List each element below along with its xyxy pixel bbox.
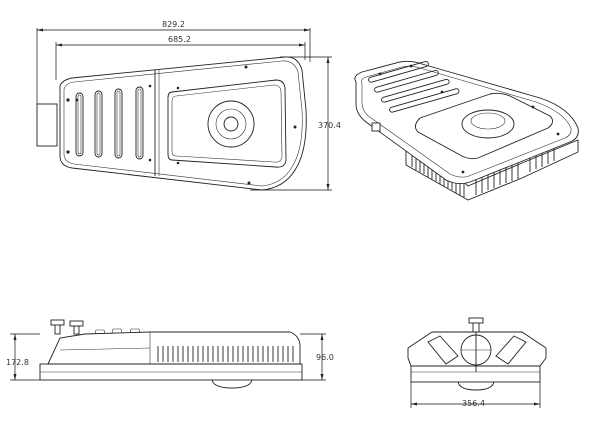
front-view: 356.4 bbox=[407, 317, 547, 408]
side-bolts bbox=[50, 319, 84, 335]
plan-view: 829.2 685.2 370.4 bbox=[36, 20, 341, 191]
side-right-height-label: 96.0 bbox=[316, 353, 334, 362]
side-lens bbox=[211, 379, 253, 389]
isometric-view bbox=[354, 60, 579, 201]
iso-vent-slots bbox=[368, 61, 460, 113]
side-left-height-label: 172.8 bbox=[6, 358, 29, 367]
front-right-arm bbox=[495, 335, 527, 365]
pole-mount-arm bbox=[36, 103, 58, 147]
iso-lens bbox=[461, 109, 515, 139]
iso-lamp-cover bbox=[415, 92, 553, 160]
vent-slots bbox=[75, 86, 144, 160]
overall-length-label: 829.2 bbox=[162, 20, 185, 29]
screw-holes bbox=[66, 65, 297, 185]
plan-width-label: 370.4 bbox=[318, 121, 341, 130]
led-lens bbox=[207, 100, 255, 148]
side-left-height-dimension: 172.8 bbox=[6, 333, 40, 381]
body-length-label: 685.2 bbox=[168, 35, 191, 44]
body-length-dimension: 685.2 bbox=[55, 35, 306, 80]
front-left-arm bbox=[427, 335, 459, 365]
front-bolt bbox=[472, 321, 480, 333]
iso-screws bbox=[378, 64, 560, 174]
side-right-height-dimension: 96.0 bbox=[300, 333, 334, 381]
front-width-label: 356.4 bbox=[462, 399, 485, 408]
iso-mount bbox=[371, 122, 381, 132]
front-base bbox=[410, 365, 541, 383]
lamp-cover bbox=[167, 79, 287, 168]
side-body bbox=[47, 331, 301, 365]
front-width-dimension: 356.4 bbox=[410, 382, 541, 408]
front-lens bbox=[457, 381, 495, 391]
side-view: 172.8 96.0 bbox=[6, 319, 334, 389]
overall-length-dimension: 829.2 bbox=[36, 20, 311, 104]
side-fins bbox=[157, 346, 294, 362]
